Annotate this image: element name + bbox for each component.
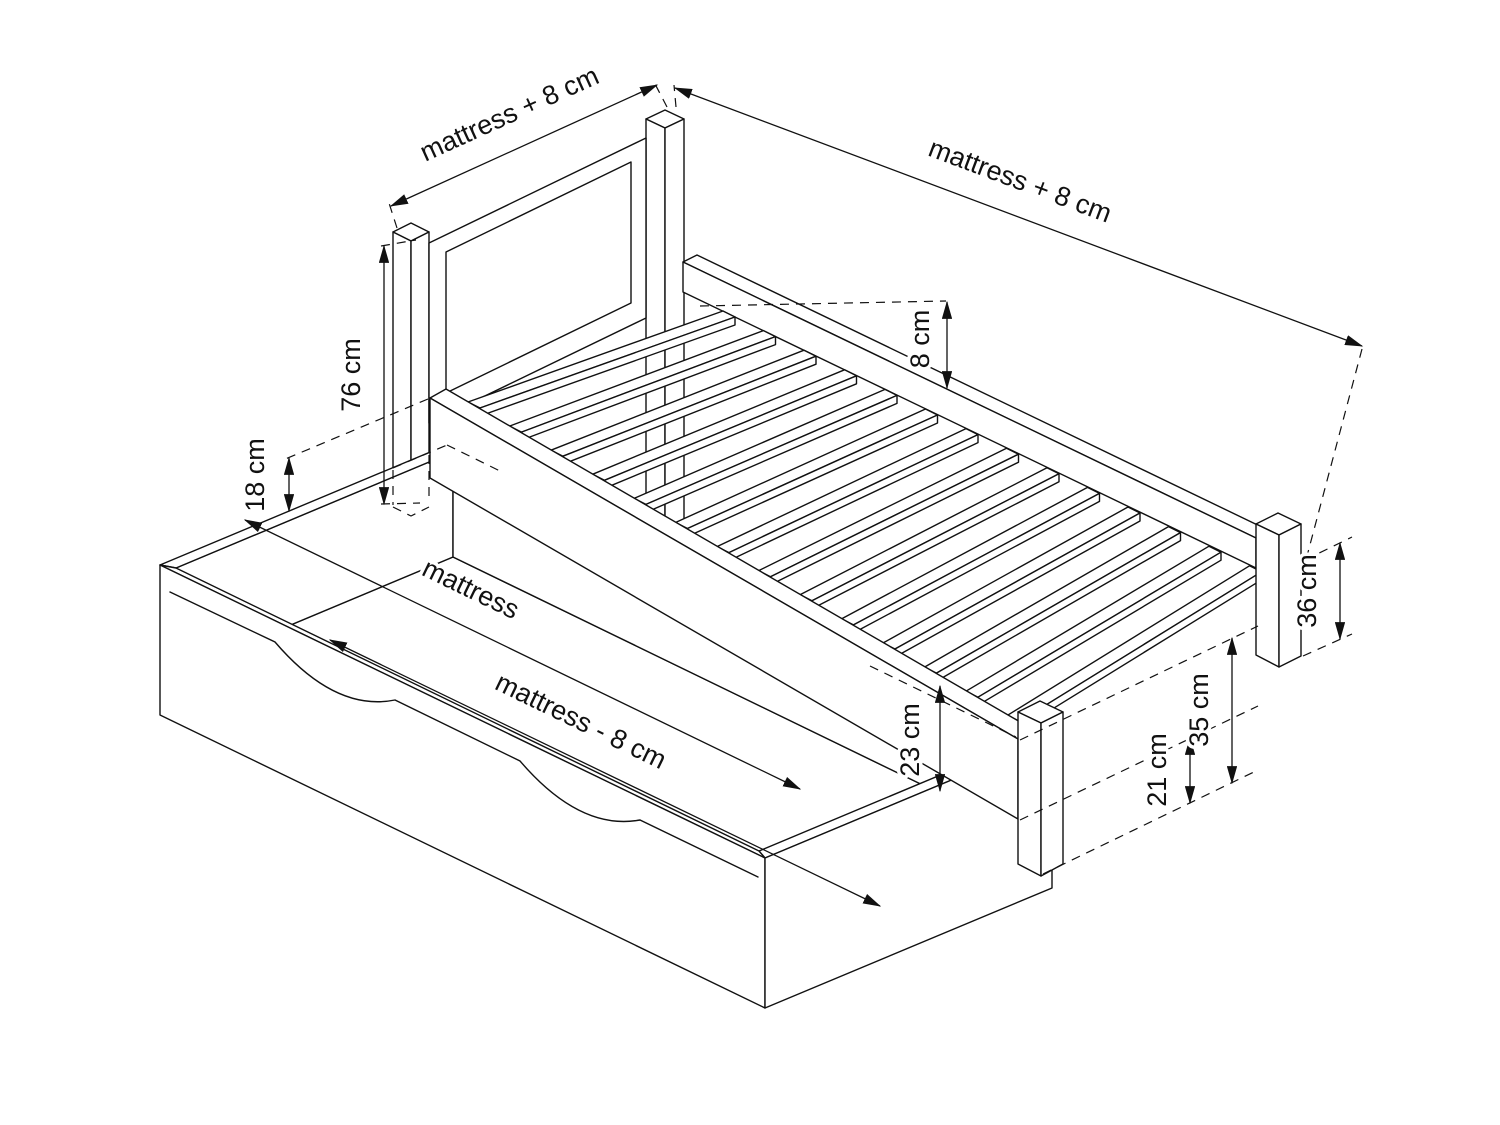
ext-line-bed-length xyxy=(1306,348,1363,557)
ext-line-rail-bottom xyxy=(1019,705,1259,821)
dim-label-bed-length: mattress + 8 cm xyxy=(925,133,1116,229)
dim-label-clearance-under-bed: 21 cm xyxy=(1142,733,1172,807)
hidden-trundle-rim xyxy=(392,444,448,469)
near-leg-side xyxy=(1040,711,1064,877)
dim-label-headboard-width: mattress + 8 cm xyxy=(415,60,603,167)
ext-line-floor xyxy=(1042,769,1259,875)
far-leg-front xyxy=(1255,523,1280,668)
dim-label-headboard-height: 76 cm xyxy=(336,338,366,412)
dim-label-frame-height: 36 cm xyxy=(1292,554,1322,628)
ext-line-far-leg-top xyxy=(1304,536,1353,561)
dim-line-headboard-width xyxy=(389,84,659,207)
hidden-post-bottom xyxy=(392,506,430,517)
hidden-trundle-rim xyxy=(446,444,501,472)
ext-line-headboard-width xyxy=(388,202,398,229)
dim-label-rail-top-height: 35 cm xyxy=(1184,673,1214,747)
dim-label-trundle-depth: 23 cm xyxy=(895,703,925,777)
dim-label-rail-above-slats: 8 cm xyxy=(905,310,935,369)
ext-line-rail-top xyxy=(1019,625,1259,741)
slat-group xyxy=(467,310,1263,730)
ext-line-18-top xyxy=(282,398,429,461)
dim-line-bed-length xyxy=(673,87,1364,347)
near-leg-front xyxy=(1017,711,1042,877)
ext-line-far-leg-bottom xyxy=(1302,633,1353,657)
far-leg-side xyxy=(1278,523,1302,668)
dim-label-clearance-trundle: 18 cm xyxy=(240,438,270,512)
dim-line-trundle-width xyxy=(328,639,882,907)
